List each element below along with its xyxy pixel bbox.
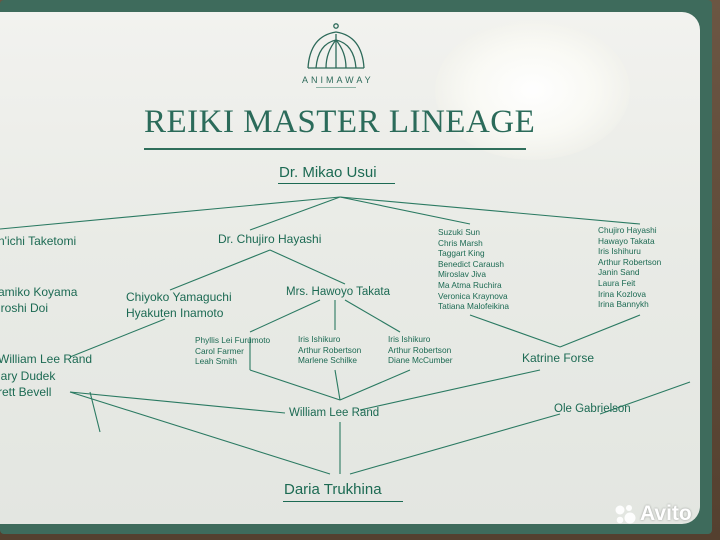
forse-name: Katrine Forse <box>522 351 595 365</box>
gen3-left-name: iroshi Doi <box>0 301 49 315</box>
gen3-left-name: amiko Koyama <box>0 285 78 299</box>
title-rule <box>144 148 526 150</box>
gen4-list-e: Iris Ishikuro Arthur Robertson Diane McC… <box>388 334 453 366</box>
list-item: Arthur Robertson <box>298 344 362 355</box>
list-item: Iris Ishikuro <box>388 334 431 344</box>
gen4-left-name: rett Bevell <box>0 385 52 399</box>
list-item: Taggart King <box>438 248 485 259</box>
list-item: Iris Ishihuru <box>598 246 641 257</box>
list-item: Leah Smith <box>195 356 237 367</box>
gen2-list-a: Suzuki Sun Chris Marsh Taggart King Bene… <box>438 227 509 312</box>
list-item: Diane McCumber <box>388 355 453 366</box>
poster-title: REIKI MASTER LINEAGE <box>144 104 536 140</box>
lamp-reflection <box>435 20 630 160</box>
list-item: Marlene Schilke <box>298 355 358 366</box>
inamoto-name: Hyakuten Inamoto <box>126 306 224 320</box>
avito-watermark: Avito <box>640 502 692 525</box>
gabrielson-name: Ole Gabrielson <box>554 403 631 415</box>
list-item: Phyllis Lei Furumoto <box>195 335 271 345</box>
list-item: Laura Feit <box>598 277 636 288</box>
list-item: Iris Ishikuro <box>298 334 341 344</box>
list-item: Hawayo Takata <box>598 235 655 246</box>
list-item: Irina Bannykh <box>598 299 649 310</box>
takata-name: Mrs. Hawoyo Takata <box>286 286 390 298</box>
list-item: Veronica Kraynova <box>438 290 508 301</box>
brand-name: ANIMAWAY <box>302 75 374 85</box>
list-item: Janin Sand <box>598 267 640 278</box>
lineage-poster: ANIMAWAY REIKI MASTER LINEAGE <box>0 12 700 524</box>
yamaguchi-name: Chiyoko Yamaguchi <box>126 290 232 304</box>
gen4-left-name: William Lee Rand <box>0 352 93 366</box>
avito-dots-icon <box>615 505 636 524</box>
rand-name: William Lee Rand <box>289 407 380 419</box>
list-item: Arthur Robertson <box>598 256 662 267</box>
list-item: Arthur Robertson <box>388 344 452 355</box>
list-item: Tatiana Malofeikina <box>438 301 510 312</box>
list-item: Benedict Caraush <box>438 258 504 269</box>
animaway-logo-icon <box>307 23 365 69</box>
gen4-list-d: Iris Ishikuro Arthur Robertson Marlene S… <box>298 334 361 366</box>
gen2-left-name: n'ichi Taketomi <box>0 234 77 248</box>
list-item: Ma Atma Ruchira <box>438 279 502 290</box>
gen4-left-name: lary Dudek <box>0 369 56 383</box>
hayashi-name: Dr. Chujiro Hayashi <box>218 232 322 246</box>
list-item: Suzuki Sun <box>438 227 480 237</box>
root-underline <box>278 183 395 185</box>
list-item: Irina Kozlova <box>598 288 646 299</box>
final-underline <box>283 501 403 503</box>
lineage-connectors <box>0 196 691 475</box>
list-item: Chujiro Hayashi <box>598 225 657 235</box>
final-master-name: Daria Trukhina <box>284 481 382 498</box>
root-master-name: Dr. Mikao Usui <box>279 164 377 181</box>
gen2-list-b: Chujiro Hayashi Hawayo Takata Iris Ishih… <box>598 225 661 310</box>
list-item: Carol Farmer <box>195 345 244 356</box>
brand-rule <box>316 87 356 88</box>
gen4-list-c: Phyllis Lei Furumoto Carol Farmer Leah S… <box>195 335 270 367</box>
list-item: Miroslav Jiva <box>438 269 486 280</box>
list-item: Chris Marsh <box>438 237 483 248</box>
